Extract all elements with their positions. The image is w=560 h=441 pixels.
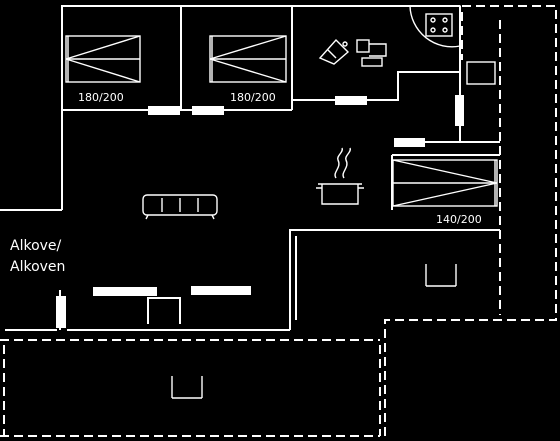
alcove-label-line2: Alkoven <box>10 259 65 275</box>
sink-icon <box>318 38 350 65</box>
walls <box>0 5 500 331</box>
window-marker-icon <box>56 296 66 328</box>
wall-living-right <box>289 229 500 330</box>
windows <box>56 95 464 328</box>
window-marker-icon <box>93 287 157 296</box>
step-bottom <box>147 297 181 324</box>
bed-icon <box>65 35 141 83</box>
bed-size-label-right: 180/200 <box>230 91 276 104</box>
alcove-label-line1: Alkove/ <box>10 238 62 254</box>
stair-symbol-right <box>425 61 496 287</box>
stove-icon <box>316 183 364 205</box>
sofa-icon <box>142 194 218 220</box>
stair-symbol-bottom <box>171 376 203 399</box>
bed-icon <box>392 159 498 207</box>
dashed-boundaries <box>0 5 557 441</box>
cooking-pot-icon <box>334 147 352 179</box>
bed-size-label-left: 180/200 <box>78 91 124 104</box>
wall-east-inner-lower <box>459 126 500 143</box>
window-marker-icon <box>335 96 367 105</box>
shower-icon <box>409 5 461 48</box>
bed-icon <box>209 35 287 83</box>
wall-bathroom-right <box>367 6 461 101</box>
window-marker-icon <box>148 106 180 115</box>
window-marker-icon <box>394 138 425 147</box>
window-marker-icon <box>191 286 251 295</box>
dashed-right-edge <box>384 5 557 441</box>
window-marker-icon <box>455 95 464 126</box>
bed-size-label-small: 140/200 <box>436 213 482 226</box>
toilet-icon <box>356 39 387 67</box>
window-marker-icon <box>192 106 224 115</box>
wall-top-left <box>61 5 460 210</box>
